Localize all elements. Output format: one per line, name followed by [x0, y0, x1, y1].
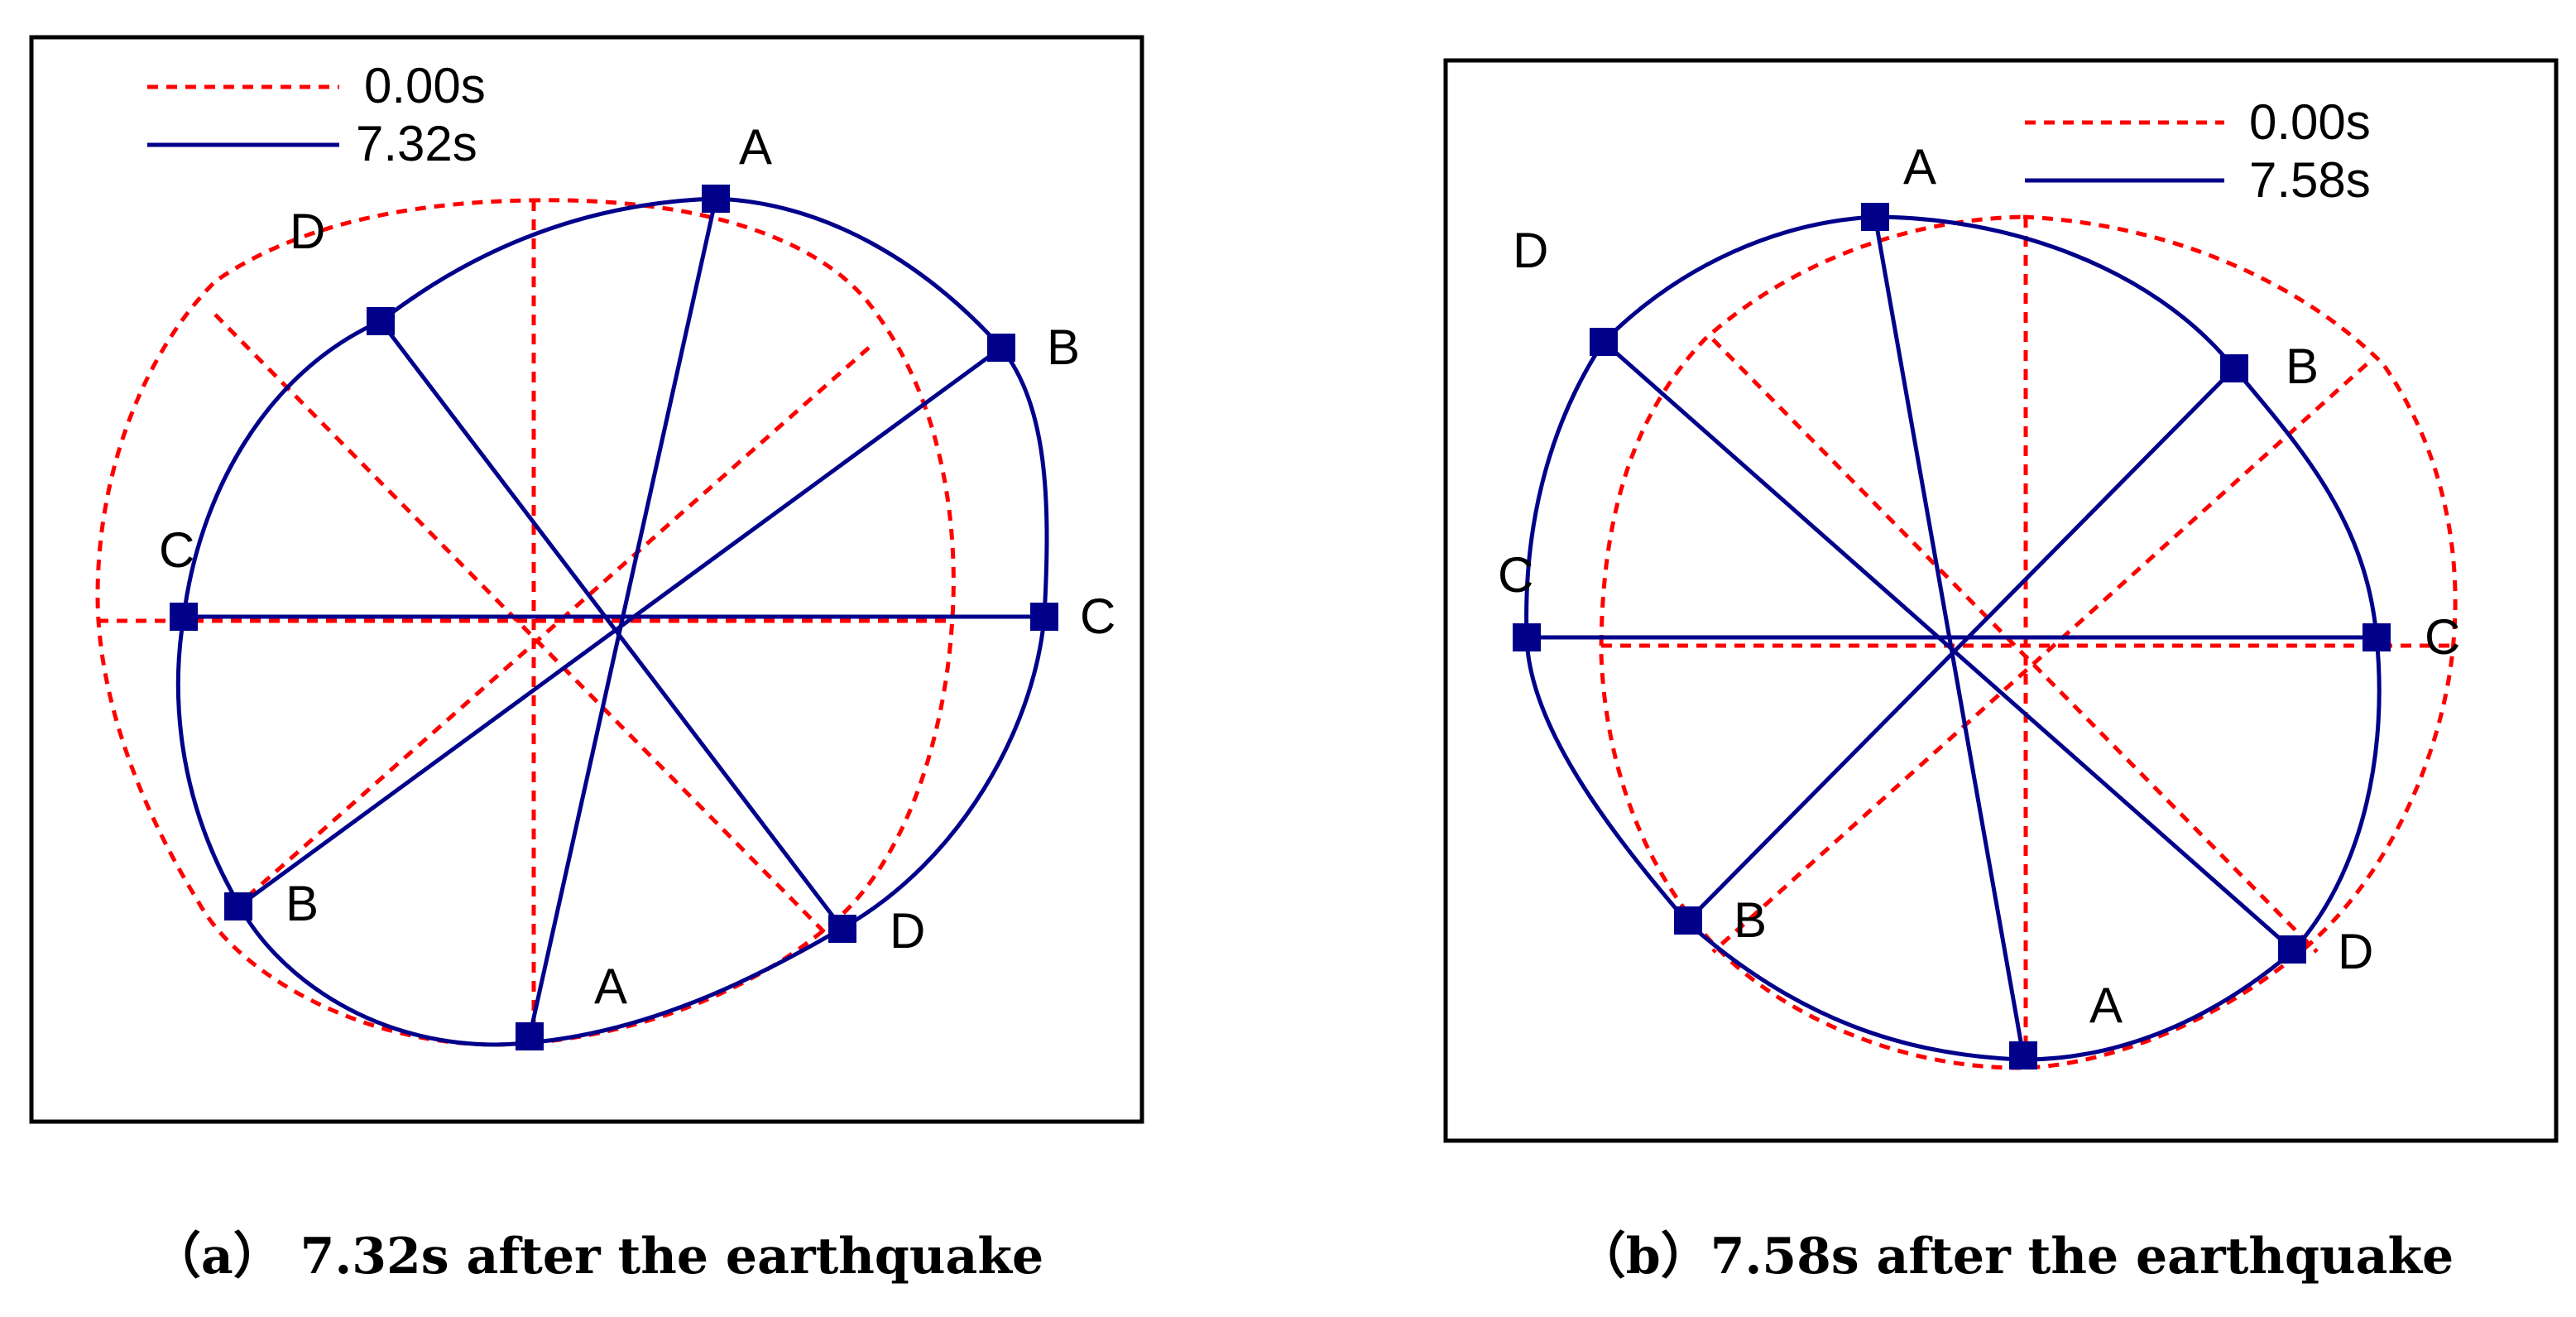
- panel-a-label-D-top: D: [290, 204, 325, 259]
- panel-a-marker-D-top: [367, 307, 395, 335]
- panel-a-marker-A-bottom: [516, 1022, 544, 1050]
- panel-b: 0.00s 7.58s A B C D A B C D （b）7.58: [1443, 58, 2559, 1286]
- panel-b-label-B-bottom: B: [1734, 892, 1767, 948]
- panel-b-legend-deformed-label: 7.58s: [2249, 152, 2371, 208]
- panel-a-legend-deformed-label: 7.32s: [356, 116, 477, 171]
- panel-a-label-D-bottom: D: [890, 903, 925, 959]
- panel-b-label-D-bottom: D: [2338, 924, 2373, 979]
- panel-b-legend-initial-label: 0.00s: [2249, 94, 2371, 150]
- panel-a-marker-B-bottom: [224, 892, 252, 920]
- panel-a-marker-C-right: [1030, 603, 1058, 631]
- panel-b-label-B-top: B: [2286, 339, 2319, 394]
- panel-a-label-A-top: A: [739, 119, 772, 175]
- panel-b-marker-C-right: [2363, 623, 2391, 651]
- panel-a-marker-D-bottom: [828, 915, 856, 943]
- panel-a-marker-C-left: [170, 603, 198, 631]
- panel-a-marker-B-top: [987, 334, 1015, 362]
- panel-a-frame: [29, 35, 1144, 1124]
- panel-b-marker-B-top: [2220, 354, 2248, 382]
- panel-a-label-C-left: C: [159, 522, 194, 578]
- panel-b-initial-diameter-diag1: [1711, 363, 2368, 954]
- panel-b-marker-C-left: [1513, 623, 1541, 651]
- panel-b-marker-A-bottom: [2009, 1041, 2037, 1069]
- panel-b-marker-D-top: [1590, 328, 1618, 356]
- panel-a-legend-initial-label: 0.00s: [364, 58, 486, 113]
- panel-b-marker-D-bottom: [2278, 935, 2306, 964]
- panel-a-marker-A-top: [702, 185, 730, 213]
- panel-b-label-A-top: A: [1903, 139, 1936, 195]
- panel-a-label-B-top: B: [1047, 320, 1080, 375]
- panel-a-caption: （a） 7.32s after the earthquake: [151, 1228, 1043, 1286]
- panel-b-label-C-right: C: [2425, 609, 2460, 665]
- panel-a-deformed-ring: [175, 196, 1049, 1047]
- panel-b-deformed-diameter-BB: [1686, 367, 2236, 922]
- panel-b-deformed-diameter-DD: [1602, 340, 2294, 951]
- panel-b-marker-B-bottom: [1674, 906, 1702, 935]
- panel-a-label-B-bottom: B: [285, 876, 319, 931]
- panel-b-label-C-left: C: [1498, 547, 1533, 603]
- panel-b-marker-A-top: [1861, 203, 1889, 231]
- panel-a-initial-diameter-diag2: [213, 313, 829, 937]
- panel-b-label-D-top: D: [1513, 223, 1548, 278]
- panel-a-initial-diameter-diag1: [230, 346, 871, 912]
- panel-a-label-C-right: C: [1080, 589, 1115, 644]
- panel-b-initial-diameter-diag2: [1711, 338, 2319, 954]
- panel-b-initial-ring: [1599, 214, 2458, 1070]
- panel-a-deformed-diameter-BB: [237, 345, 1003, 909]
- panel-a-deformed-diameter-DD: [379, 320, 844, 930]
- panel-a-label-A-bottom: A: [594, 959, 627, 1014]
- panel-a: 0.00s 7.32s A B C D A B C D （a） 7.: [29, 35, 1144, 1286]
- panel-b-caption: （b）7.58s after the earthquake: [1576, 1228, 2454, 1286]
- panel-b-label-A-bottom: A: [2089, 978, 2123, 1033]
- panel-b-frame: [1443, 58, 2559, 1143]
